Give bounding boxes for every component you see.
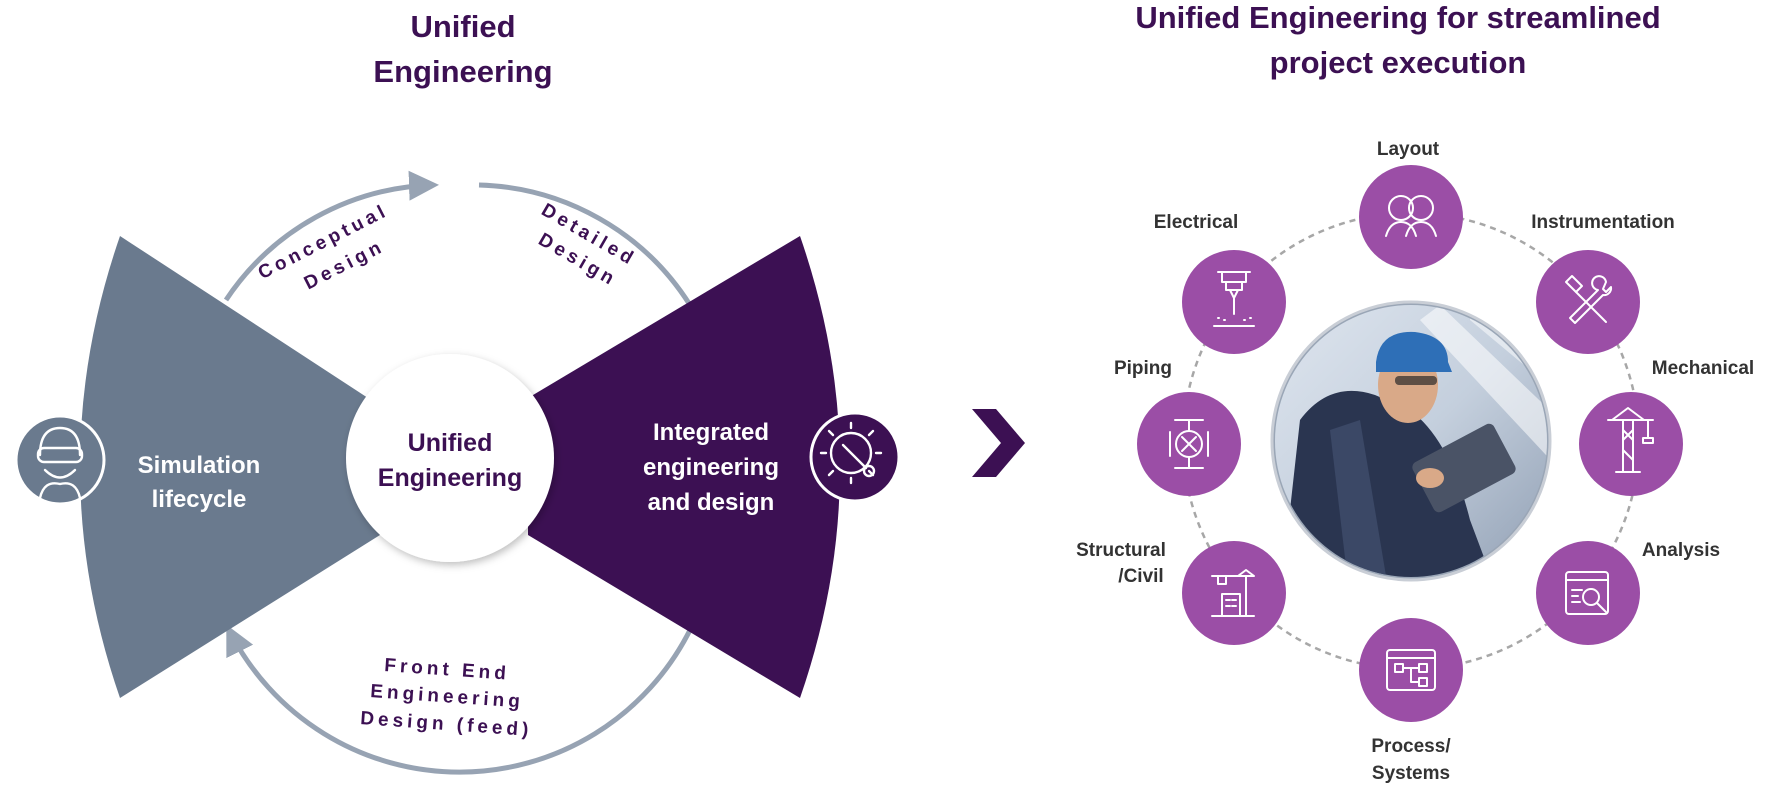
gear-wrench-icon	[809, 411, 901, 503]
tools-icon	[1565, 275, 1613, 324]
center-label-line1: Unified	[408, 429, 493, 457]
building-crane-icon	[1211, 569, 1255, 617]
arc-detailed-design	[478, 182, 693, 307]
people-outline-icon	[1385, 195, 1437, 237]
analysis-label: Analysis	[1642, 540, 1720, 561]
process-label-line2: Systems	[1372, 763, 1450, 784]
integrated-label-line1: Integrated	[653, 419, 769, 446]
left-diagram: Unified Engineering Simulation lifecycle…	[14, 9, 901, 775]
feed-label: Front End Engineering Design (feed)	[360, 655, 533, 741]
instrumentation-label: Instrumentation	[1531, 212, 1675, 233]
simulation-label-line2: lifecycle	[152, 486, 247, 513]
center-label-line2: Engineering	[378, 464, 522, 492]
crane-icon	[1607, 407, 1654, 473]
valve-icon	[1169, 419, 1209, 469]
right-diagram: Unified Engineering for streamlined proj…	[1076, 0, 1754, 784]
arc-conceptual-design	[223, 170, 439, 302]
mechanical-label: Mechanical	[1652, 358, 1754, 379]
feed-line1: Front End	[384, 655, 511, 685]
wedge-simulation-lifecycle	[80, 236, 380, 698]
process-label-line1: Process/	[1371, 736, 1451, 757]
feed-line2: Engineering	[370, 681, 525, 713]
right-title-line1: Unified Engineering for streamlined	[1135, 0, 1660, 35]
structural-label-line2: /Civil	[1118, 566, 1163, 587]
node-analysis: Analysis	[1536, 540, 1720, 645]
electrical-label: Electrical	[1154, 212, 1239, 233]
node-layout: Layout	[1359, 139, 1463, 269]
node-instrumentation: Instrumentation	[1531, 212, 1675, 354]
node-electrical: Electrical	[1154, 212, 1286, 354]
node-piping: Piping	[1114, 358, 1241, 496]
process-flow-window-icon	[1386, 649, 1436, 691]
node-process-systems: Process/ Systems	[1359, 618, 1463, 784]
node-structural-civil: Structural /Civil	[1076, 540, 1286, 645]
left-title-line2: Engineering	[373, 54, 552, 89]
feed-line3: Design (feed)	[360, 708, 533, 741]
right-title-line2: project execution	[1270, 45, 1527, 80]
vr-headset-person-icon	[14, 414, 106, 506]
center-circle	[346, 354, 554, 562]
piping-label: Piping	[1114, 358, 1172, 379]
arc-feed	[226, 624, 693, 775]
laser-cutter-icon	[1213, 271, 1255, 327]
report-analysis-icon	[1565, 571, 1609, 615]
chevron-right-icon	[972, 409, 1025, 477]
left-title-line1: Unified	[410, 9, 515, 44]
layout-label: Layout	[1377, 139, 1440, 160]
node-mechanical: Mechanical	[1579, 358, 1754, 496]
wedge-integrated-engineering	[528, 236, 840, 698]
engineer-with-tablet-photo	[1270, 300, 1552, 582]
integrated-label-line3: and design	[648, 489, 775, 516]
integrated-label-line2: engineering	[643, 454, 779, 481]
simulation-label-line1: Simulation	[138, 452, 261, 479]
structural-label-line1: Structural	[1076, 540, 1166, 561]
